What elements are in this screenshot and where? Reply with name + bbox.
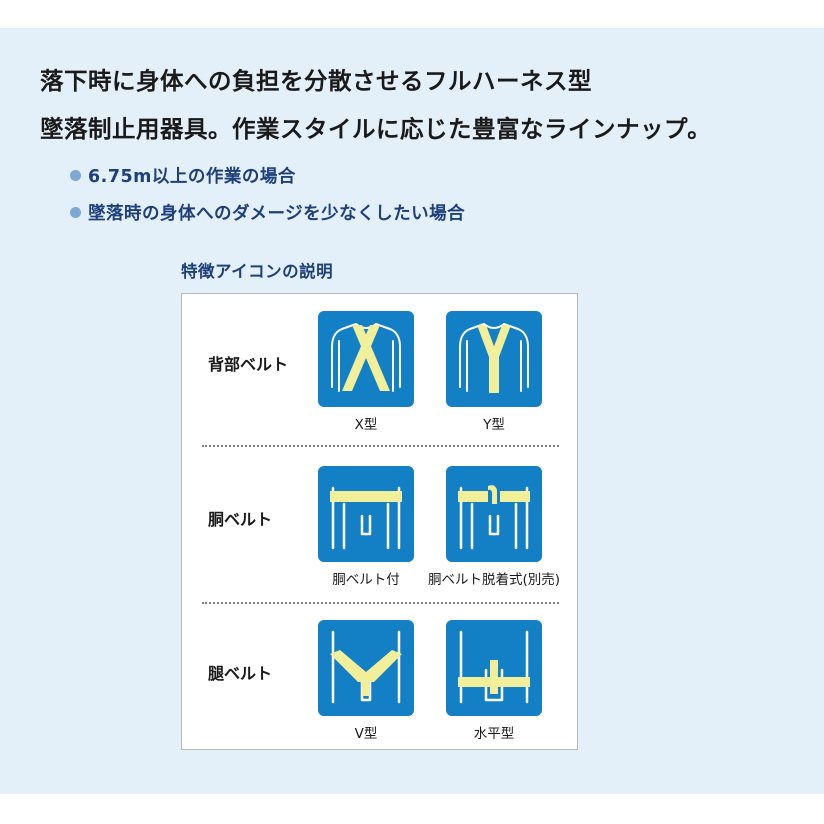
x-type-back-belt-icon [318, 311, 414, 407]
row-divider [202, 602, 559, 604]
row-divider [202, 445, 559, 447]
bullet-item: 6.75m以上の作業の場合 [70, 163, 296, 188]
icon-caption: 胴ベルト付 [332, 572, 400, 588]
bullet-dot-icon [70, 207, 81, 218]
feature-box-title: 特徴アイコンの説明 [181, 262, 334, 281]
row-label: 背部ベルト [208, 355, 289, 374]
feature-row-waist-belt: 胴ベルト [182, 466, 577, 606]
waist-belt-detachable-icon [446, 466, 542, 562]
waist-belt-attached-icon [318, 466, 414, 562]
icon-caption: 胴ベルト脱着式(別売) [427, 572, 561, 588]
headline-line-1: 落下時に身体への負担を分散させるフルハーネス型 [40, 67, 592, 95]
bullet-item: 墜落時の身体へのダメージを少なくしたい場合 [70, 200, 465, 225]
icon-caption: X型 [354, 417, 378, 433]
icon-caption: Y型 [483, 417, 505, 433]
horizontal-leg-belt-icon [446, 620, 542, 716]
row-label: 胴ベルト [208, 510, 273, 529]
bullet-text: 墜落時の身体へのダメージを少なくしたい場合 [88, 204, 466, 224]
row-label: 腿ベルト [208, 664, 273, 683]
feature-row-leg-belt: 腿ベルト V型 水平型 [182, 620, 577, 760]
feature-icon-box: 背部ベルト [181, 293, 578, 750]
y-type-back-belt-icon [446, 311, 542, 407]
headline-line-2: 墜落制止用器具。作業スタイルに応じた豊富なラインナップ。 [40, 115, 712, 143]
feature-row-back-belt: 背部ベルト [182, 311, 577, 451]
bullet-dot-icon [70, 170, 81, 181]
v-type-leg-belt-icon [318, 620, 414, 716]
icon-caption: V型 [354, 726, 378, 742]
bullet-text: 6.75m以上の作業の場合 [88, 167, 296, 187]
icon-caption: 水平型 [473, 726, 515, 742]
